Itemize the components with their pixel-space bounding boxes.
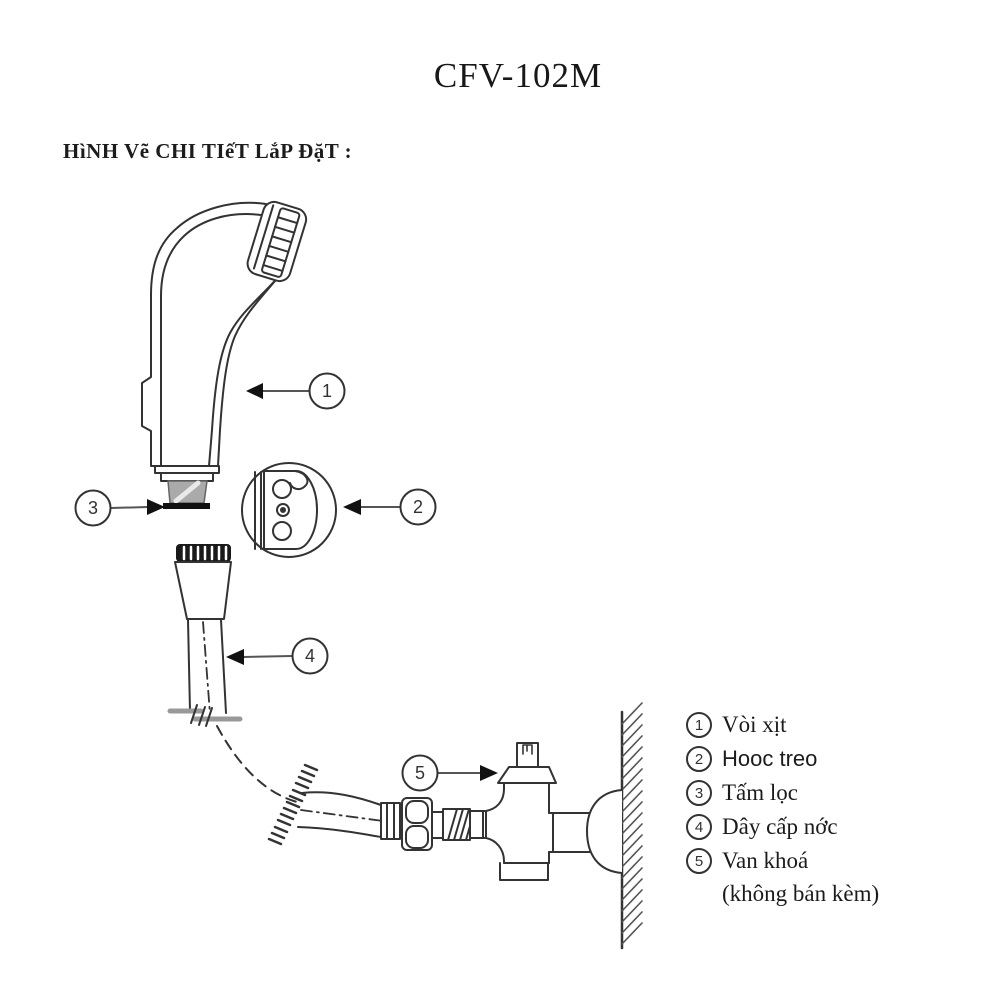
sprayer-body-outline xyxy=(141,201,282,467)
hose-connector-body xyxy=(174,561,232,620)
callout-2-number: 2 xyxy=(413,497,423,517)
hose-illustration xyxy=(167,544,298,803)
handle-base-step2 xyxy=(160,472,214,482)
callout-5-number: 5 xyxy=(415,763,425,783)
hose-break-marks xyxy=(190,704,213,727)
valve-body-left xyxy=(485,782,505,864)
part-number-badge-2: 2 xyxy=(686,746,712,772)
part-label-1: Vòi xịt xyxy=(722,712,787,737)
sprayer-inner-line-right xyxy=(217,280,276,467)
part-number-badge-3: 3 xyxy=(686,780,712,806)
hose-collar-ribs xyxy=(386,802,395,840)
legend-item-5: 5 Van khoá xyxy=(686,844,966,878)
diagram-caption: HìNH Vẽ CHI TIếT LắP ĐặT : xyxy=(63,139,353,163)
valve-body-bottom xyxy=(499,862,550,881)
threaded-section-hatch xyxy=(447,808,471,841)
nut-thread-junction xyxy=(431,811,444,839)
filter-highlight xyxy=(173,480,201,504)
hose-hidden-curve xyxy=(216,725,298,803)
hook-screw-hole-bottom xyxy=(272,521,292,541)
part-label-2: Hooc treo xyxy=(722,746,818,771)
part-number-badge-1: 1 xyxy=(686,712,712,738)
part-label-4: Dây cấp nớc xyxy=(722,814,838,839)
legend-item-1: 1 Vòi xịt xyxy=(686,708,966,742)
hose-break-hatch xyxy=(267,763,319,846)
hose-tube-edges xyxy=(187,619,227,714)
lower-hose-centerline xyxy=(300,809,384,822)
legend-item-3: 3 Tấm lọc xyxy=(686,776,966,810)
wall-hatch xyxy=(621,702,643,945)
callout-1-number: 1 xyxy=(322,381,332,401)
callout-2: 2 xyxy=(343,488,437,526)
wall-section xyxy=(620,702,643,950)
hook-side-lines xyxy=(254,471,262,550)
part-5-note: (không bán kèm) xyxy=(722,881,880,906)
wall-escutcheon xyxy=(586,789,623,874)
parts-legend: 1 Vòi xịt 2 Hooc treo 3 Tấm lọc 4 Dây cấ… xyxy=(686,708,966,907)
hose-tube-centerline xyxy=(202,621,211,715)
part-number-badge-4: 4 xyxy=(686,814,712,840)
callout-3-number: 3 xyxy=(88,498,98,518)
valve-bonnet xyxy=(497,766,557,784)
lower-hose-illustration xyxy=(267,763,471,851)
valve-illustration xyxy=(469,742,623,881)
callout-3: 3 xyxy=(74,489,165,527)
legend-item-4: 4 Dây cấp nớc xyxy=(686,810,966,844)
lower-hose-edges xyxy=(297,791,382,838)
page-title: CFV-102M xyxy=(433,56,603,95)
filter-gasket xyxy=(163,503,210,509)
part-label-3: Tấm lọc xyxy=(722,780,798,805)
hook-clip xyxy=(289,470,309,491)
hook-illustration xyxy=(241,462,337,558)
valve-body-right xyxy=(548,782,554,864)
callout-1: 1 xyxy=(246,372,346,410)
part-number-badge-5: 5 xyxy=(686,848,712,874)
callout-5: 5 xyxy=(401,754,498,792)
callout-4-number: 4 xyxy=(305,646,315,666)
filter-illustration xyxy=(163,480,210,509)
hook-center-screw xyxy=(276,503,290,517)
callout-4: 4 xyxy=(226,637,329,675)
hex-nut-facet-top xyxy=(405,800,429,824)
hose-nut-ribs xyxy=(182,545,228,561)
legend-item-2: 2 Hooc treo xyxy=(686,742,966,776)
sprayer-nozzle-face xyxy=(246,200,308,283)
sprayer-illustration xyxy=(141,200,308,482)
hex-nut-facet-bottom xyxy=(405,825,429,849)
valve-inlet-pipe xyxy=(469,810,487,839)
sprayer-inner-line xyxy=(160,213,262,467)
hook-screw-hole-top xyxy=(272,479,292,499)
hose-collar xyxy=(380,802,401,840)
valve-knob-notch xyxy=(522,744,533,755)
part-label-5: Van khoá xyxy=(722,848,809,873)
hook-center-screw-dot xyxy=(280,507,286,513)
hose-break-gray-strokes xyxy=(167,708,243,722)
handle-base-step xyxy=(154,465,220,474)
